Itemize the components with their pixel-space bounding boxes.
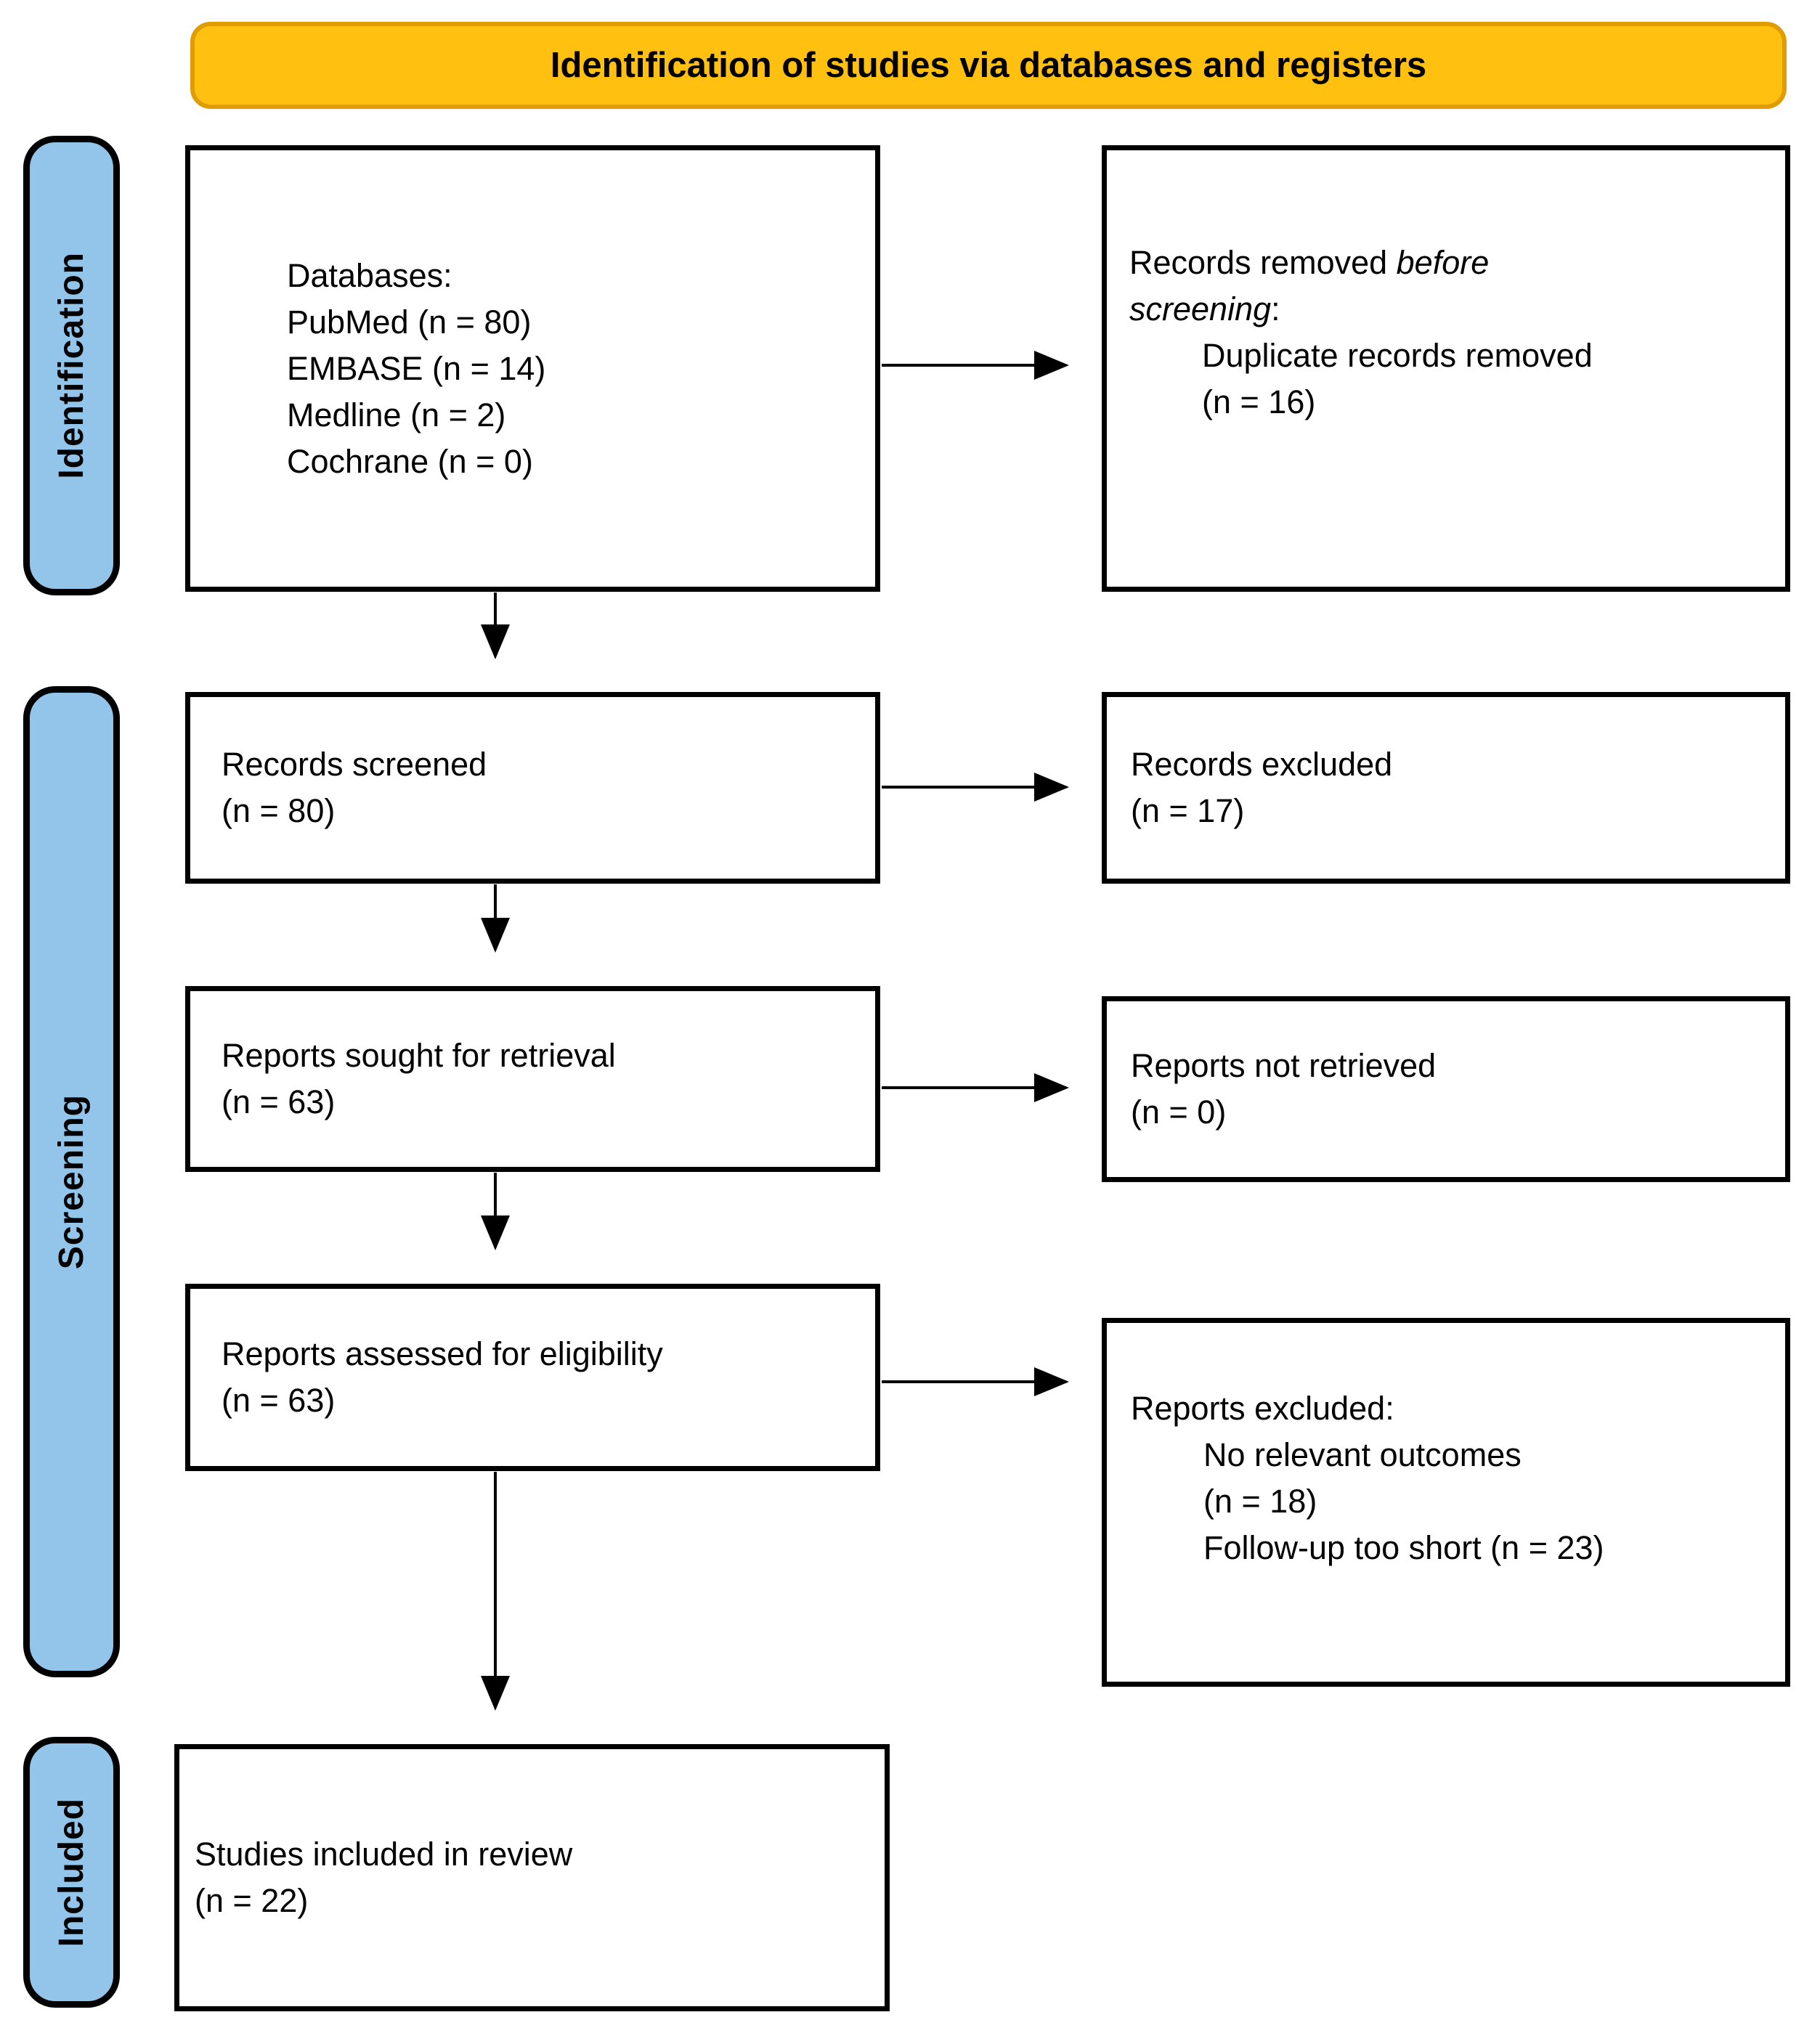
banner-title: Identification of studies via databases … — [550, 46, 1427, 85]
records-excluded-box — [1102, 692, 1790, 884]
banner: Identification of studies via databases … — [190, 22, 1787, 109]
databases-box-text: Databases: PubMed (n = 80) EMBASE (n = 1… — [287, 253, 545, 485]
records-removed-normal: Records removed — [1129, 244, 1397, 281]
reports-excluded-box-text: Reports excluded: No relevant outcomes (… — [1131, 1385, 1604, 1571]
records-excluded-box-text: Records excluded (n = 17) — [1131, 741, 1392, 834]
reports-assessed-box — [185, 1284, 880, 1471]
sidebar-identification-label: Identification — [52, 252, 91, 479]
studies-included-line: Studies included in review — [195, 1836, 573, 1873]
reports-excluded-line: (n = 18) — [1203, 1483, 1317, 1520]
sidebar-included-label: Included — [52, 1797, 91, 1947]
reports-sought-box-text: Reports sought for retrieval (n = 63) — [222, 1033, 616, 1125]
records-removed-italic: screening — [1129, 290, 1272, 327]
databases-line: EMBASE (n = 14) — [287, 350, 546, 387]
sidebar-identification: Identification — [23, 136, 120, 595]
reports-not-retrieved-box-text: Reports not retrieved (n = 0) — [1131, 1043, 1436, 1136]
reports-excluded-line: No relevant outcomes — [1203, 1436, 1522, 1473]
reports-not-retrieved-line: Reports not retrieved — [1131, 1047, 1437, 1084]
records-removed-normal: : — [1271, 290, 1280, 327]
records-screened-box — [185, 692, 880, 884]
databases-box — [185, 145, 880, 592]
databases-line: Cochrane (n = 0) — [287, 443, 533, 480]
studies-included-box — [174, 1744, 890, 2011]
reports-excluded-box — [1102, 1318, 1790, 1687]
records-removed-line: Records removed before — [1129, 240, 1593, 286]
records-excluded-line: (n = 17) — [1131, 792, 1245, 829]
studies-included-line: (n = 22) — [195, 1882, 309, 1919]
records-removed-box-text: Records removed before screening: Duplic… — [1129, 240, 1593, 425]
reports-excluded-header: Reports excluded: — [1131, 1390, 1394, 1427]
reports-assessed-box-text: Reports assessed for eligibility (n = 63… — [222, 1331, 663, 1424]
sidebar-screening: Screening — [23, 686, 120, 1677]
reports-sought-line: Reports sought for retrieval — [222, 1037, 616, 1074]
records-removed-line: screening: — [1129, 286, 1593, 333]
records-removed-italic: before — [1396, 244, 1490, 281]
records-removed-line: (n = 16) — [1202, 383, 1316, 420]
reports-not-retrieved-line: (n = 0) — [1131, 1094, 1227, 1131]
reports-sought-box — [185, 986, 880, 1172]
reports-assessed-line: Reports assessed for eligibility — [222, 1335, 663, 1372]
databases-line: Databases: — [287, 257, 452, 294]
studies-included-box-text: Studies included in review (n = 22) — [195, 1831, 572, 1924]
databases-line: Medline (n = 2) — [287, 396, 506, 433]
sidebar-included: Included — [23, 1737, 120, 2008]
records-screened-line: (n = 80) — [222, 792, 336, 829]
reports-excluded-line: Follow-up too short (n = 23) — [1203, 1529, 1604, 1566]
reports-assessed-line: (n = 63) — [222, 1382, 336, 1419]
records-excluded-line: Records excluded — [1131, 746, 1393, 783]
databases-line: PubMed (n = 80) — [287, 304, 532, 341]
sidebar-screening-label: Screening — [52, 1094, 91, 1270]
reports-not-retrieved-box — [1102, 996, 1790, 1182]
reports-sought-line: (n = 63) — [222, 1083, 336, 1120]
records-screened-line: Records screened — [222, 746, 487, 783]
records-removed-box — [1102, 145, 1790, 592]
records-removed-line: Duplicate records removed — [1202, 337, 1593, 374]
records-screened-box-text: Records screened (n = 80) — [222, 741, 487, 834]
